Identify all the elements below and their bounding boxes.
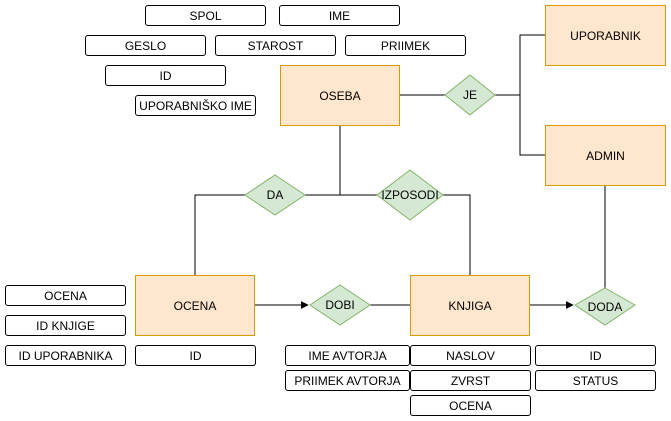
relation-da: DA [266, 188, 284, 202]
entity-admin: ADMIN [545, 125, 666, 186]
attr-spol: SPOL [145, 5, 266, 26]
attr-id-oseba: ID [105, 65, 226, 86]
attr-uporabnisko-ime: UPORABNIŠKO IME [135, 95, 256, 116]
relation-izposodi-diamond [376, 169, 444, 221]
attr-id-ocena: ID [135, 345, 256, 366]
relation-doda-diamond [574, 287, 636, 326]
attr-zvrst: ZVRST [410, 370, 531, 391]
relation-dobi: DOBI [325, 298, 355, 312]
edge-da-ocena [194, 194, 245, 275]
entity-ocena: OCENA [135, 275, 255, 336]
attr-priimek: PRIIMEK [345, 35, 466, 56]
attr-id-doda: ID [535, 345, 656, 366]
relation-dobi-diamond [309, 284, 371, 326]
relation-je-diamond [444, 74, 496, 116]
attr-status: STATUS [535, 370, 656, 391]
attr-priimek-avtorja: PRIIMEK AVTORJA [285, 370, 410, 391]
entity-oseba: OSEBA [280, 65, 400, 126]
relation-doda: DODA [587, 299, 623, 314]
attr-id-uporabnika: ID UPORABNIKA [5, 345, 126, 366]
entity-uporabnik: UPORABNIK [545, 5, 666, 66]
relation-da-diamond [244, 174, 306, 216]
attr-ocena-knjiga: OCENA [410, 395, 531, 416]
attr-starost: STAROST [215, 35, 336, 56]
relation-je: JE [462, 88, 477, 102]
relation-izposodi: IZPOSODI [381, 188, 439, 202]
edge-je-uporabnik [495, 34, 545, 96]
edge-izposodi-knjiga [443, 194, 471, 275]
attr-ime-avtorja: IME AVTORJA [285, 345, 410, 366]
attr-id-knjige: ID KNJIGE [5, 315, 126, 336]
edge-je-admin [519, 95, 545, 156]
attr-ocena: OCENA [5, 285, 126, 306]
edge-oseba-da [305, 125, 341, 196]
entity-knjiga: KNJIGA [410, 275, 530, 336]
attr-ime: IME [279, 5, 400, 26]
attr-geslo: GESLO [85, 35, 206, 56]
attr-naslov: NASLOV [410, 345, 531, 366]
